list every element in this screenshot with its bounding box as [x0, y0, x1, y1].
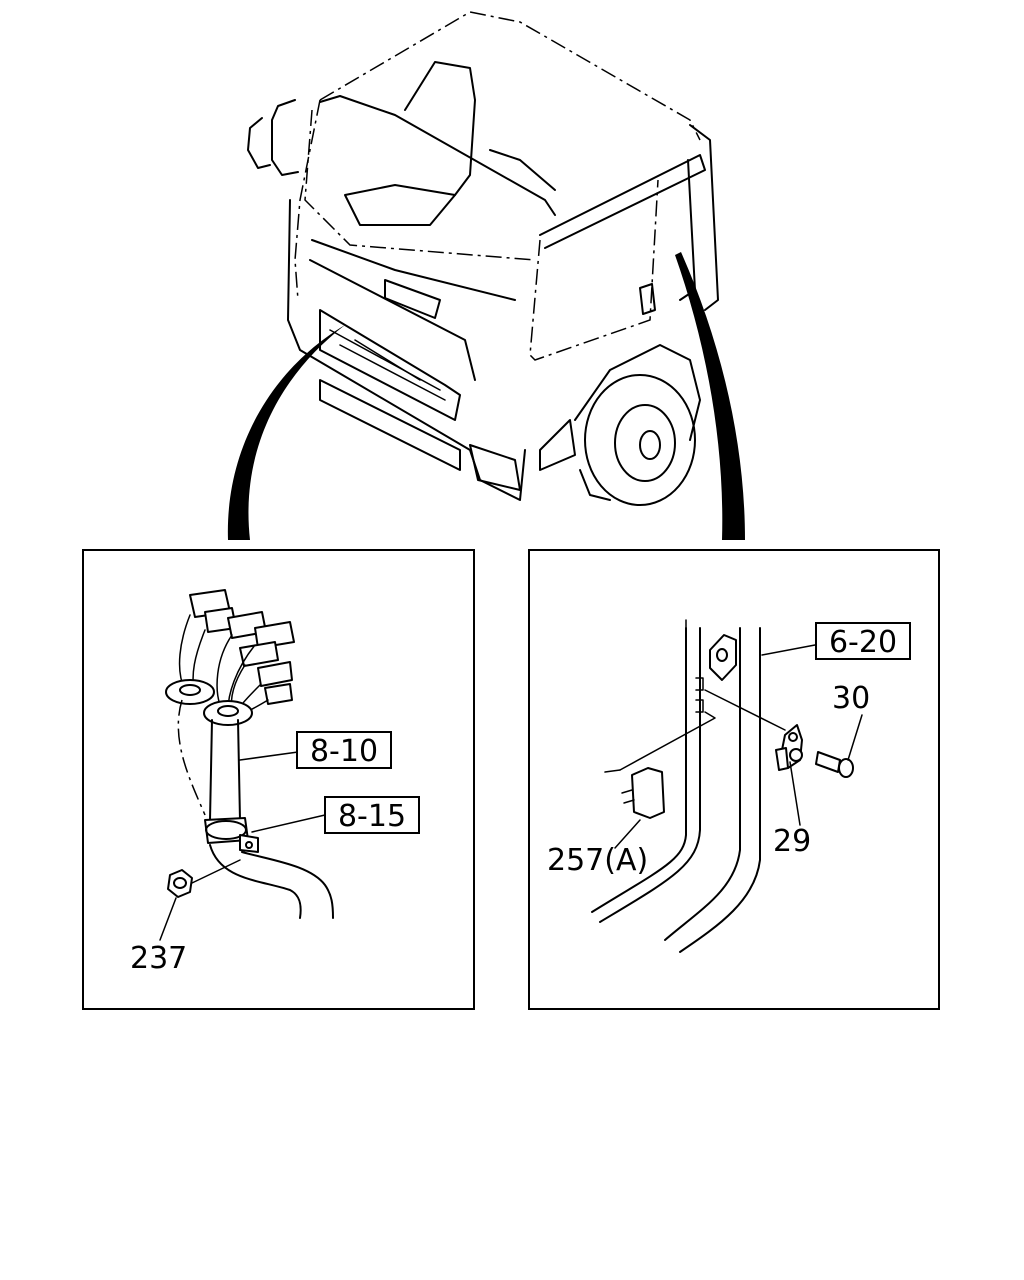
callout-8-10: 8-10	[296, 731, 392, 769]
part-number-237: 237	[130, 941, 187, 976]
callout-6-20-label: 6-20	[829, 625, 897, 660]
part-number-30: 30	[832, 681, 870, 716]
part-number-257a: 257(A)	[547, 843, 648, 878]
leader-swoosh-right	[675, 252, 745, 540]
callout-8-10-label: 8-10	[310, 734, 378, 769]
callout-6-20: 6-20	[815, 622, 911, 660]
detail-panel-right	[528, 549, 940, 1010]
leader-swoosh-left	[227, 325, 345, 540]
part-number-29: 29	[773, 824, 811, 859]
callout-8-15: 8-15	[324, 796, 420, 834]
truck-cab-illustration	[247, 11, 719, 506]
callout-8-15-label: 8-15	[338, 799, 406, 834]
detail-panel-left	[82, 549, 475, 1010]
wiring-harness-illustration	[159, 589, 334, 941]
door-pillar-illustration	[591, 619, 863, 953]
